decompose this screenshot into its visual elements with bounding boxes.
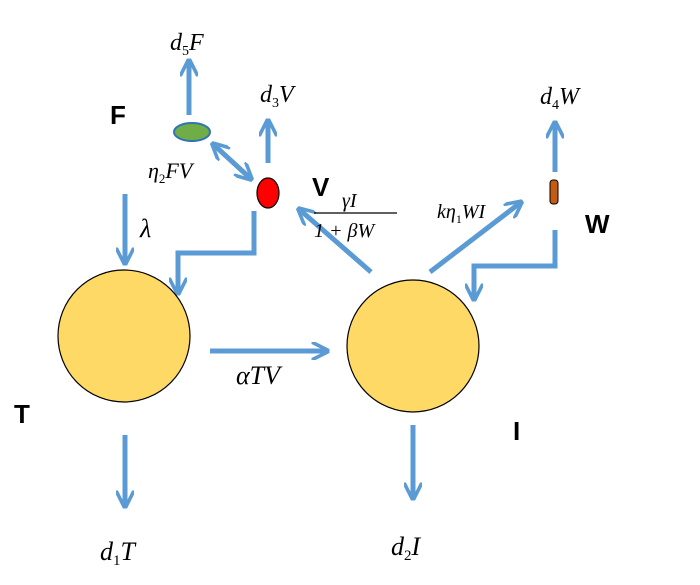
label-d2i: d2I: [391, 532, 422, 564]
label-gamma-i: γI: [342, 190, 358, 212]
arrow-f-v-interaction: [214, 145, 250, 178]
node-label-i: I: [513, 416, 520, 446]
node-label-f: F: [110, 100, 126, 130]
arrow-i-to-w: [428, 203, 520, 274]
label-d3v: d3V: [260, 82, 296, 111]
arrow-v-to-t: [178, 211, 257, 292]
t-cell-circle: [57, 269, 191, 403]
f-ifn-ellipse: [173, 122, 211, 142]
label-d5f: d5F: [170, 30, 204, 59]
node-label-w: W: [585, 209, 610, 239]
label-k-eta1-wi: kη1WI: [437, 201, 486, 226]
label-alpha-tv: αTV: [236, 361, 283, 390]
i-cell-circle: [346, 279, 480, 413]
label-lambda: λ: [139, 214, 151, 243]
label-eta2fv: η2FV: [148, 158, 195, 186]
v-virus-ellipse: [256, 177, 280, 209]
w-particle-rect: [549, 179, 559, 205]
label-one-plus-beta-w: 1 + βW: [314, 220, 376, 242]
node-label-t: T: [14, 399, 30, 429]
node-label-v: V: [312, 172, 330, 202]
label-d1t: d1T: [100, 537, 137, 569]
label-d4w: d4W: [540, 84, 581, 113]
arrow-w-to-i: [474, 230, 558, 298]
arrow-i-to-v: [300, 210, 373, 274]
